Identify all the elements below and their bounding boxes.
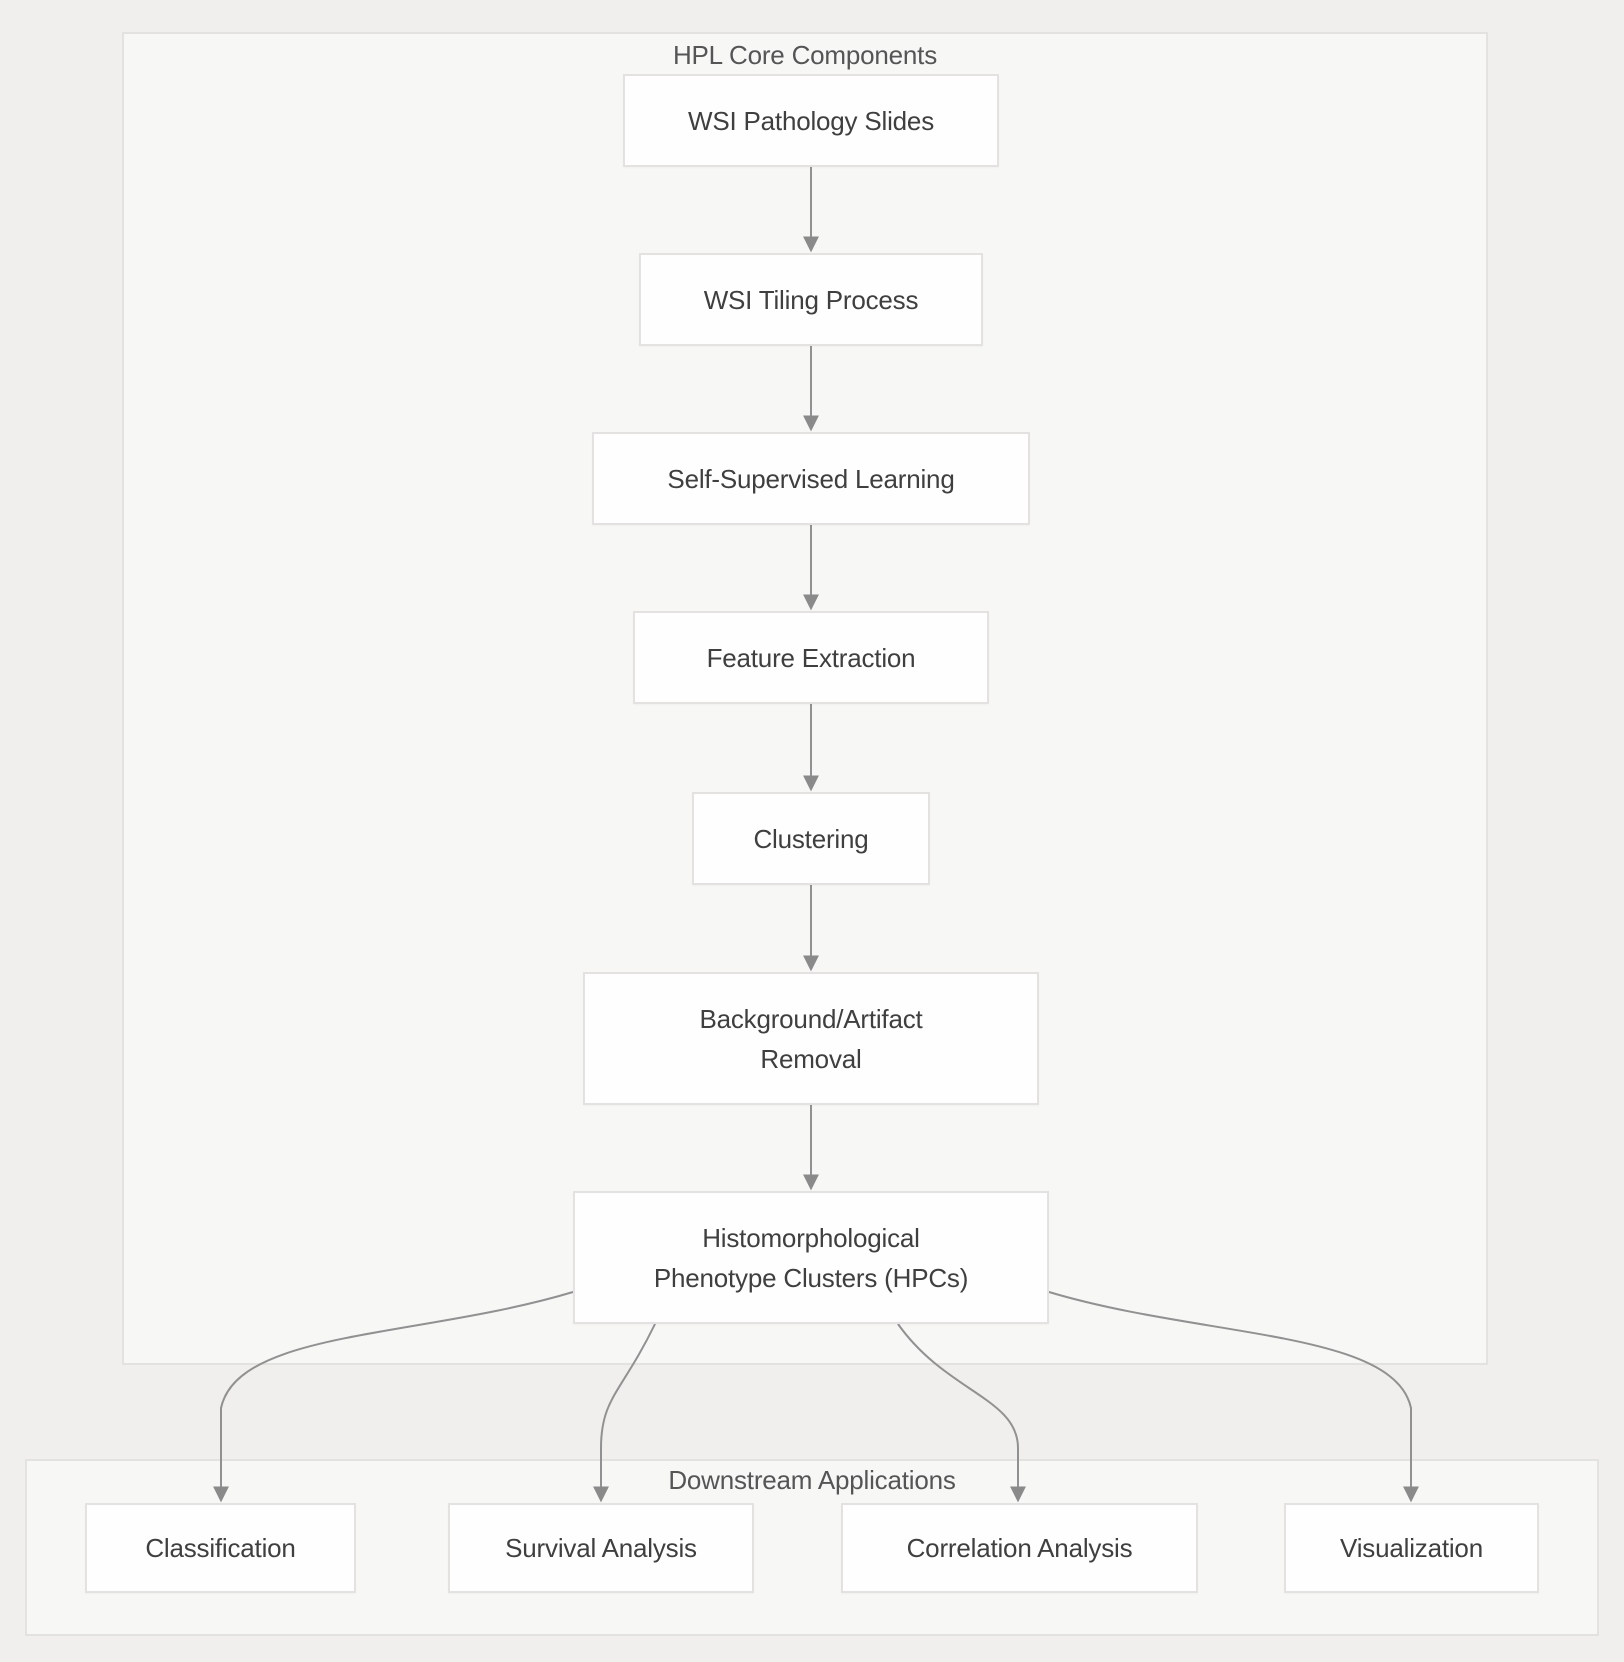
- node-wsi-tiling-process: WSI Tiling Process: [639, 253, 983, 346]
- node-clustering: Clustering: [692, 792, 930, 885]
- node-correlation-analysis: Correlation Analysis: [841, 1503, 1198, 1593]
- node-label: Background/Artifact Removal: [699, 1003, 923, 1074]
- node-label: Visualization: [1340, 1533, 1483, 1563]
- node-histomorphological-phenotype-clusters: Histomorphological Phenotype Clusters (H…: [573, 1191, 1049, 1324]
- node-classification: Classification: [85, 1503, 356, 1593]
- node-survival-analysis: Survival Analysis: [448, 1503, 754, 1593]
- node-label: Survival Analysis: [505, 1533, 697, 1563]
- node-self-supervised-learning: Self-Supervised Learning: [592, 432, 1030, 525]
- edge-hpcs-to-classification: [213, 1291, 574, 1503]
- edge-hpcs-to-survival: [593, 1323, 656, 1503]
- edge-hpcs-to-correlation: [897, 1323, 1026, 1503]
- node-label: Histomorphological Phenotype Clusters (H…: [653, 1222, 969, 1293]
- node-label: WSI Pathology Slides: [687, 105, 934, 136]
- node-background-artifact-removal: Background/Artifact Removal: [583, 972, 1039, 1105]
- node-label: Clustering: [753, 823, 869, 854]
- cluster-downstream-title: Downstream Applications: [668, 1465, 956, 1495]
- node-label: Self-Supervised Learning: [667, 463, 955, 494]
- node-wsi-pathology-slides: WSI Pathology Slides: [623, 74, 999, 167]
- node-visualization: Visualization: [1284, 1503, 1539, 1593]
- node-feature-extraction: Feature Extraction: [633, 611, 989, 704]
- edge-hpcs-to-visualization: [1048, 1291, 1419, 1503]
- node-label: Correlation Analysis: [906, 1533, 1133, 1563]
- node-label: WSI Tiling Process: [703, 284, 919, 315]
- cluster-core-title: HPL Core Components: [672, 40, 938, 70]
- node-label: Feature Extraction: [706, 642, 916, 673]
- node-label: Classification: [145, 1533, 296, 1563]
